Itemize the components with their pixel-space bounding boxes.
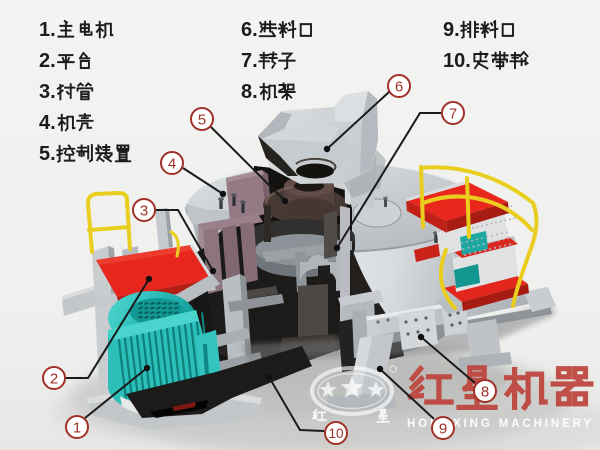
svg-text:2.: 2. bbox=[39, 50, 56, 72]
svg-text:4: 4 bbox=[168, 155, 176, 172]
svg-text:6: 6 bbox=[395, 78, 403, 95]
svg-text:8.: 8. bbox=[241, 81, 258, 103]
svg-text:10: 10 bbox=[328, 426, 343, 441]
svg-text:3.: 3. bbox=[39, 81, 56, 103]
svg-text:1.: 1. bbox=[39, 19, 56, 41]
svg-text:10.: 10. bbox=[443, 50, 471, 72]
svg-text:4.: 4. bbox=[39, 112, 56, 134]
svg-text:7: 7 bbox=[449, 105, 457, 122]
svg-text:9: 9 bbox=[439, 420, 447, 437]
svg-text:1: 1 bbox=[73, 419, 81, 436]
svg-text:5.: 5. bbox=[39, 143, 56, 165]
svg-text:6.: 6. bbox=[241, 19, 258, 41]
svg-text:2: 2 bbox=[50, 370, 58, 387]
svg-text:3: 3 bbox=[140, 202, 148, 219]
svg-text:8: 8 bbox=[481, 383, 489, 400]
svg-text:7.: 7. bbox=[241, 50, 258, 72]
svg-text:5: 5 bbox=[198, 111, 206, 128]
svg-text:9.: 9. bbox=[443, 19, 460, 41]
